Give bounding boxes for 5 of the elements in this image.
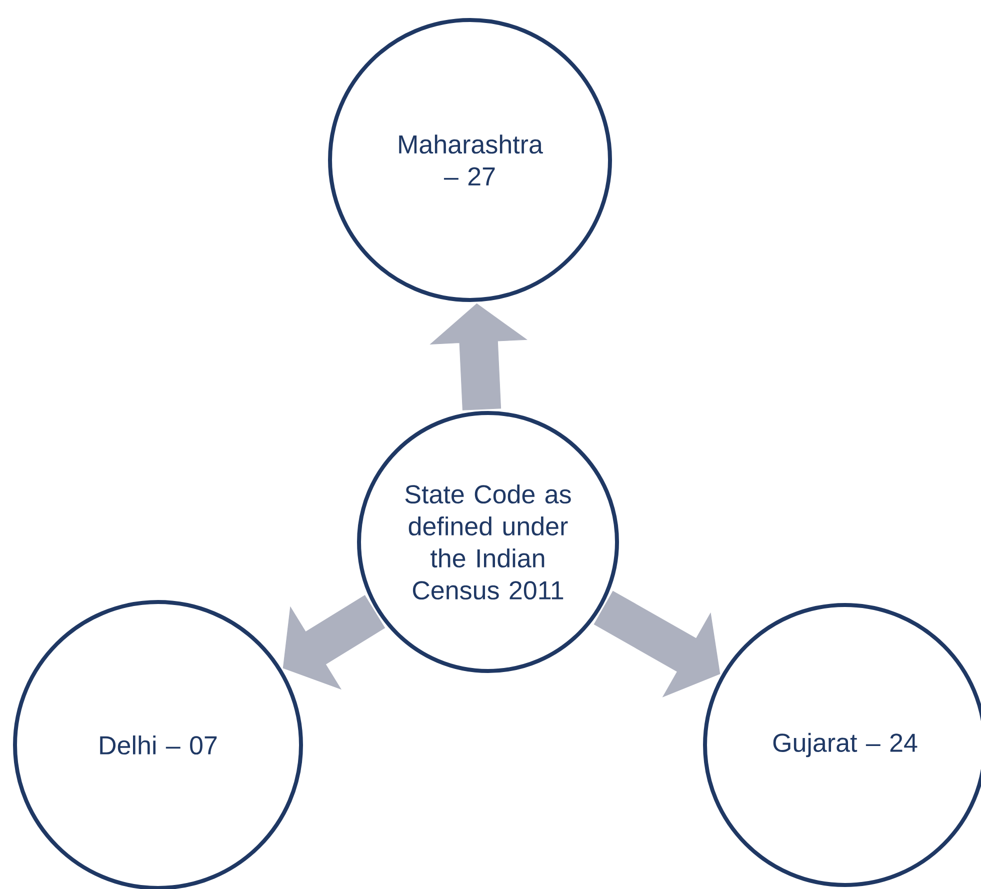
- block-arrow: [430, 303, 528, 410]
- circle-node: Maharashtra – 27: [328, 18, 612, 302]
- block-arrow: [594, 590, 720, 698]
- block-arrow: [282, 595, 386, 690]
- circle-node: State Code as defined under the Indian Census 2011: [357, 411, 619, 673]
